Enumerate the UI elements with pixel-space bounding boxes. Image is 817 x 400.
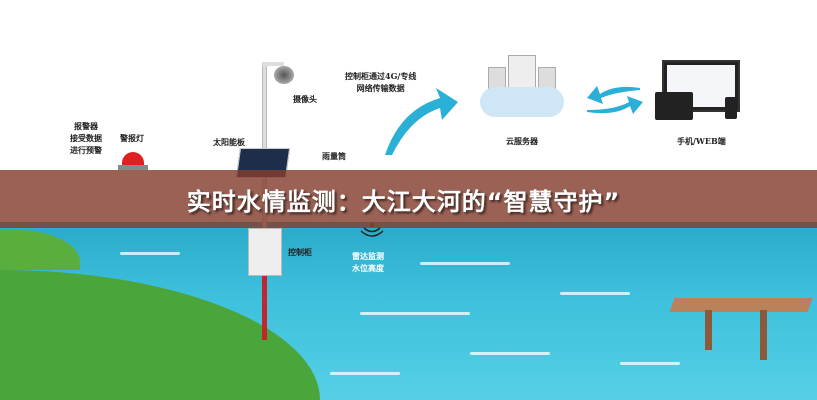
label-cloud-server: 云服务器 [506,136,538,146]
upload-arrow-icon [385,88,458,155]
wave [360,312,470,315]
label-camera: 摄像头 [293,94,317,104]
label-client: 手机/WEB端 [677,136,726,146]
label-solar-panel: 太阳能板 [213,137,245,147]
alarm-light-base [118,165,148,170]
label-control-cabinet: 控制柜 [288,247,312,257]
wave [560,292,630,295]
label-rain-gauge: 雨量筒 [322,151,346,161]
wooden-dock [669,298,813,312]
tablet-icon [655,92,693,120]
dock-leg [760,310,767,360]
page-title: 实时水情监测：大江大河的“智慧守护” [186,187,621,216]
wave [620,362,680,365]
wave [420,262,510,265]
camera-arm [262,62,284,66]
control-cabinet-icon [248,228,282,276]
sync-arrows-icon [587,86,643,114]
cloud-server-icon [480,55,564,117]
label-alarm-desc: 报警器 接受数据 进行预警 [70,121,102,155]
dock-leg [705,310,712,350]
label-transmission: 控制柜通过4G/专线 网络传输数据 [345,71,417,93]
support-post [262,276,267,340]
label-radar: 雷达监测 水位高度 [352,251,384,273]
wave [470,352,550,355]
wave [330,372,400,375]
title-banner: 实时水情监测：大江大河的“智慧守护” [0,170,817,228]
wave [120,252,180,255]
label-alarm-light: 警报灯 [120,133,144,143]
cloud-shape [480,87,564,117]
phone-icon [725,97,737,119]
alarm-light-icon [122,152,144,166]
camera-icon [274,66,294,84]
